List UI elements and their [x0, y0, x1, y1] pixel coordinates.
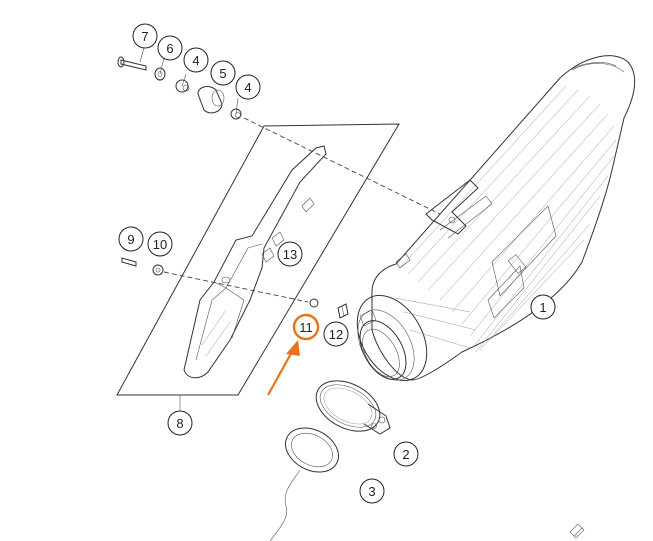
- callout-1: 1: [530, 294, 556, 320]
- callout-13: 13: [277, 241, 303, 267]
- callout-label: 10: [153, 237, 167, 252]
- callout-label: 4: [192, 53, 199, 68]
- callout-label: 3: [368, 484, 375, 499]
- callout-11-highlighted: 11: [292, 313, 320, 341]
- callout-4a: 4: [183, 47, 209, 73]
- callout-label: 1: [539, 300, 546, 315]
- callout-2: 2: [393, 441, 419, 467]
- callout-9: 9: [118, 226, 144, 252]
- callout-label: 5: [219, 66, 226, 81]
- exhaust-clamp: [315, 380, 391, 435]
- callout-8: 8: [167, 410, 193, 436]
- callout-label: 2: [402, 447, 409, 462]
- leader-lines: [139, 47, 239, 115]
- callout-label: 12: [329, 327, 343, 342]
- muffler-body: [356, 55, 636, 382]
- heat-shield-frame: [116, 123, 400, 410]
- mounting-hardware-stack: [117, 56, 441, 215]
- callout-label: 8: [176, 416, 183, 431]
- callout-label: 4: [244, 80, 251, 95]
- callout-label: 9: [127, 232, 134, 247]
- callout-6: 6: [157, 35, 183, 61]
- small-fitting: [569, 523, 585, 539]
- callout-12: 12: [323, 321, 349, 347]
- callout-5: 5: [210, 60, 236, 86]
- callout-10: 10: [147, 231, 173, 257]
- callout-label: 7: [141, 29, 148, 44]
- highlight-arrow: [267, 340, 300, 396]
- callout-label: 6: [166, 41, 173, 56]
- callout-label: 13: [283, 247, 297, 262]
- callout-3: 3: [359, 478, 385, 504]
- heat-shield-bracket: [183, 145, 327, 379]
- exhaust-gasket: [269, 427, 339, 541]
- callout-4b: 4: [235, 74, 261, 100]
- callout-label: 11: [299, 320, 313, 335]
- callout-7: 7: [132, 23, 158, 49]
- shield-fastener-line: [121, 257, 349, 319]
